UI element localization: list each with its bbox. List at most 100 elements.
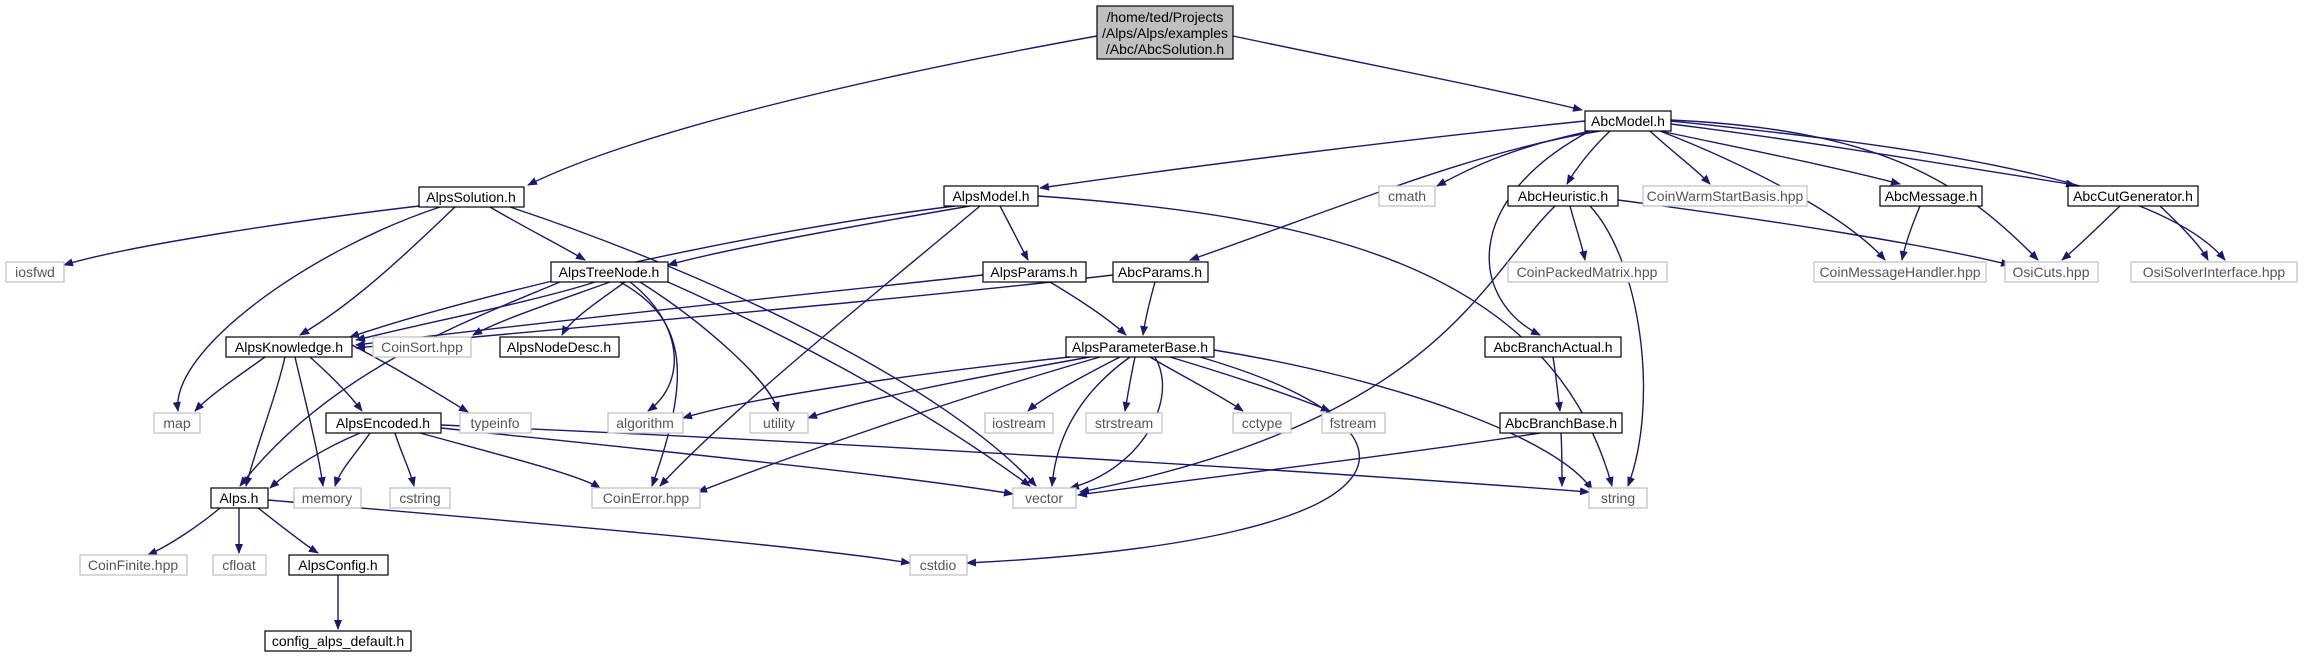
svg-text:cmath: cmath: [1388, 188, 1426, 204]
include-edge: [667, 281, 1031, 487]
svg-text:utility: utility: [763, 415, 795, 431]
include-edge: [1557, 432, 1566, 487]
include-edge: [1189, 130, 1601, 261]
include-edge: [697, 356, 1101, 493]
include-edge: [1899, 205, 1921, 261]
node-cfloat[interactable]: cfloat: [212, 554, 267, 576]
include-edge: [355, 274, 984, 348]
node-config-alps-default[interactable]: config_alps_default.h: [264, 630, 412, 652]
include-edge: [639, 281, 780, 412]
svg-text:CoinWarmStartBasis.hpp: CoinWarmStartBasis.hpp: [1647, 188, 1804, 204]
include-edge: [239, 281, 561, 487]
include-edge: [440, 424, 1590, 496]
node-root-abcsolution[interactable]: /home/ted/Projects/Alps/Alps/examples/Ab…: [1096, 5, 1234, 60]
node-coinpackedmatrix[interactable]: CoinPackedMatrix.hpp: [1507, 261, 1668, 283]
node-osisolverinterface[interactable]: OsiSolverInterface.hpp: [2130, 261, 2298, 283]
svg-text:AbcMessage.h: AbcMessage.h: [1885, 188, 1978, 204]
svg-text:iosfwd: iosfwd: [15, 264, 55, 280]
svg-text:map: map: [163, 415, 190, 431]
node-iostream[interactable]: iostream: [984, 412, 1054, 434]
svg-text:AlpsSolution.h: AlpsSolution.h: [426, 189, 516, 205]
node-fstream[interactable]: fstream: [1321, 412, 1386, 434]
include-edge: [1569, 205, 1588, 261]
node-alpsconfig[interactable]: AlpsConfig.h: [288, 554, 389, 576]
node-coinerror[interactable]: CoinError.hpp: [591, 487, 701, 509]
include-edge: [2159, 205, 2209, 261]
svg-text:AbcParams.h: AbcParams.h: [1118, 264, 1202, 280]
include-edge: [394, 432, 416, 487]
node-alpsmodel[interactable]: AlpsModel.h: [943, 185, 1039, 207]
include-edge: [257, 507, 319, 554]
node-alps[interactable]: Alps.h: [210, 487, 269, 509]
node-map[interactable]: map: [153, 412, 201, 434]
node-cstring[interactable]: cstring: [389, 487, 451, 509]
header-nodes: /home/ted/Projects/Alps/Alps/examples/Ab…: [5, 5, 2298, 652]
node-alpsparams[interactable]: AlpsParams.h: [982, 261, 1087, 283]
node-strstream[interactable]: strstream: [1085, 412, 1163, 434]
node-memory[interactable]: memory: [293, 487, 362, 509]
node-alpsnodedesc[interactable]: AlpsNodeDesc.h: [499, 336, 620, 358]
include-edge: [1169, 356, 1331, 412]
node-iosfwd[interactable]: iosfwd: [5, 261, 65, 283]
node-osicuts[interactable]: OsiCuts.hpp: [2004, 261, 2099, 283]
svg-text:AlpsTreeNode.h: AlpsTreeNode.h: [559, 264, 660, 280]
node-alpsknowledge[interactable]: AlpsKnowledge.h: [225, 336, 353, 358]
svg-text:OsiSolverInterface.hpp: OsiSolverInterface.hpp: [2143, 264, 2286, 280]
node-cctype[interactable]: cctype: [1232, 412, 1292, 434]
node-coinsort[interactable]: CoinSort.hpp: [372, 336, 472, 358]
node-utility[interactable]: utility: [749, 412, 809, 434]
svg-text:algorithm: algorithm: [616, 415, 674, 431]
include-edge: [333, 432, 371, 487]
svg-text:AlpsNodeDesc.h: AlpsNodeDesc.h: [507, 339, 611, 355]
include-edge: [1659, 130, 1901, 186]
node-coinwarmstartbasis[interactable]: CoinWarmStartBasis.hpp: [1642, 185, 1808, 207]
include-edge: [63, 205, 420, 267]
node-alpsparameterbase[interactable]: AlpsParameterBase.h: [1065, 336, 1215, 358]
node-cmath[interactable]: cmath: [1378, 185, 1436, 207]
include-edge: [509, 206, 1037, 487]
include-edge: [1670, 120, 2226, 261]
node-algorithm[interactable]: algorithm: [607, 412, 684, 434]
node-vector[interactable]: vector: [1012, 487, 1077, 509]
node-coinfinite[interactable]: CoinFinite.hpp: [79, 554, 188, 576]
node-abcparams[interactable]: AbcParams.h: [1112, 261, 1209, 283]
svg-text:AbcHeuristic.h: AbcHeuristic.h: [1518, 188, 1608, 204]
node-cstdio[interactable]: cstdio: [909, 554, 968, 576]
node-alpsencoded[interactable]: AlpsEncoded.h: [325, 412, 442, 434]
svg-text:AbcCutGenerator.h: AbcCutGenerator.h: [2073, 188, 2193, 204]
include-edge: [419, 432, 601, 489]
node-alpssolution[interactable]: AlpsSolution.h: [418, 186, 525, 208]
node-abcmessage[interactable]: AbcMessage.h: [1879, 185, 1983, 207]
node-abcmodel[interactable]: AbcModel.h: [1584, 110, 1672, 132]
node-string[interactable]: string: [1588, 487, 1648, 509]
node-typeinfo[interactable]: typeinfo: [459, 412, 532, 434]
include-edge: [351, 344, 469, 413]
svg-text:CoinPackedMatrix.hpp: CoinPackedMatrix.hpp: [1517, 264, 1658, 280]
svg-text:AlpsParams.h: AlpsParams.h: [990, 264, 1077, 280]
include-edge: [807, 356, 1091, 419]
svg-text:typeinfo: typeinfo: [470, 415, 519, 431]
include-edge: [299, 206, 456, 336]
include-edge: [1552, 356, 1563, 412]
node-coinmessagehandler[interactable]: CoinMessageHandler.hpp: [1813, 261, 1987, 283]
node-abcbranchbase[interactable]: AbcBranchBase.h: [1499, 412, 1623, 434]
node-abcbranchactual[interactable]: AbcBranchActual.h: [1484, 336, 1622, 358]
node-alpstreenode[interactable]: AlpsTreeNode.h: [550, 261, 669, 283]
include-edge: [1566, 130, 1611, 185]
include-edge: [1048, 356, 1131, 487]
include-edge: [1649, 130, 1711, 185]
svg-text:CoinFinite.hpp: CoinFinite.hpp: [88, 557, 178, 573]
include-edge: [659, 205, 981, 487]
include-edge: [489, 206, 586, 261]
include-edge: [619, 281, 679, 487]
svg-text:cfloat: cfloat: [222, 557, 256, 573]
include-edge: [440, 427, 1014, 497]
svg-text:string: string: [1601, 490, 1635, 506]
include-edge: [1037, 195, 1614, 487]
svg-text:Alps.h: Alps.h: [220, 490, 259, 506]
node-abccutgenerator[interactable]: AbcCutGenerator.h: [2067, 185, 2199, 207]
include-edge: [2061, 205, 2121, 261]
node-abcheuristic[interactable]: AbcHeuristic.h: [1507, 185, 1619, 207]
svg-text:AlpsConfig.h: AlpsConfig.h: [298, 557, 377, 573]
